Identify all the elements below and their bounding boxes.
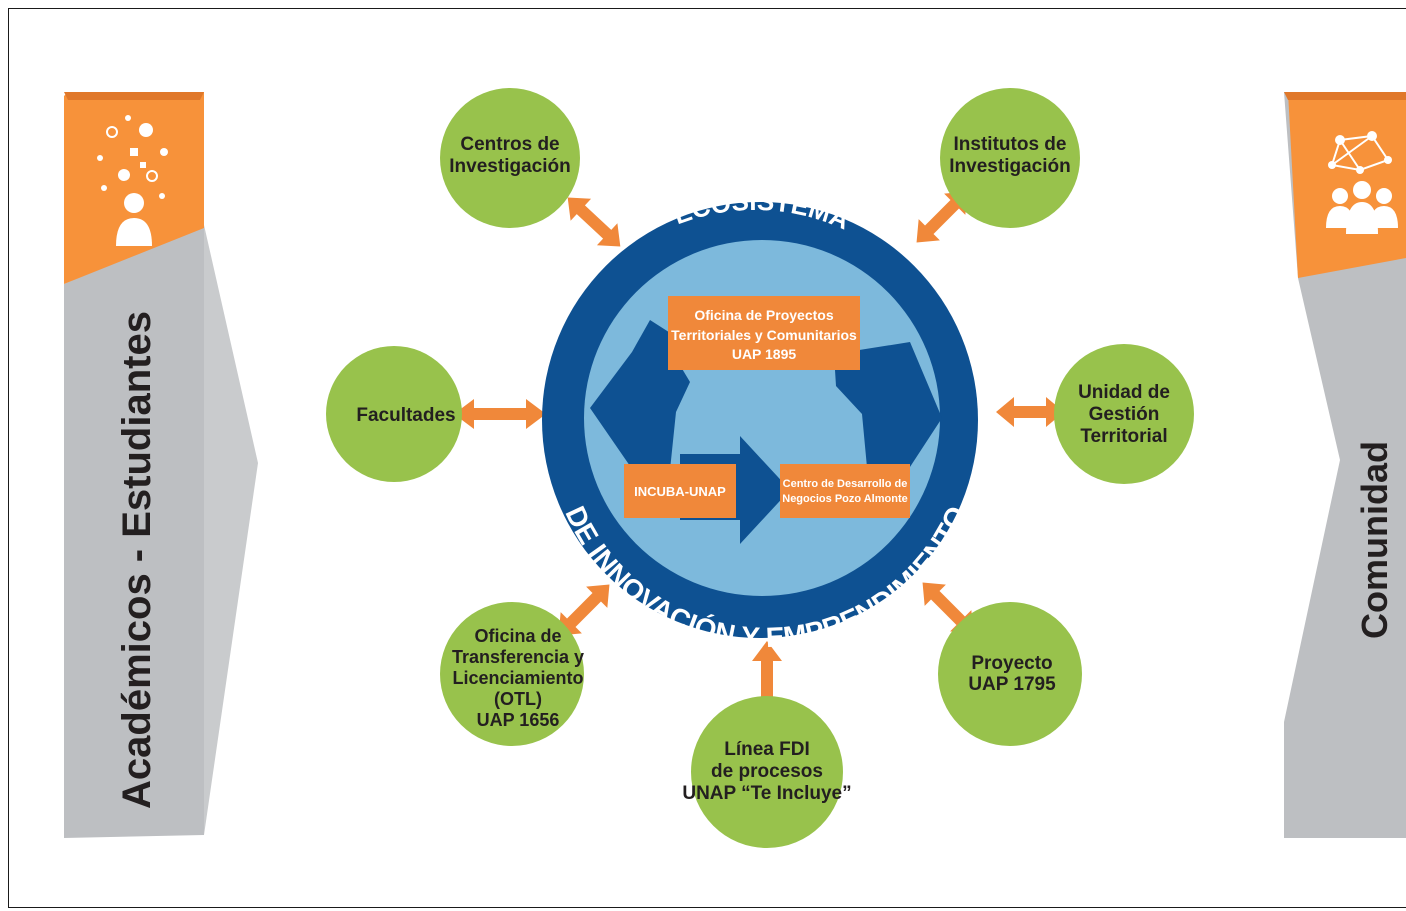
centro-box (780, 464, 910, 518)
academics-icon (97, 115, 168, 246)
office-line-3: UAP 1895 (732, 346, 797, 362)
node-institutos: Institutos de Investigación (940, 88, 1080, 228)
centro-line-2: Negocios Pozo Almonte (782, 493, 908, 505)
left-panel-chevron (204, 225, 258, 835)
left-panel-orange-block (64, 92, 204, 284)
arrow-proyecto (922, 582, 974, 634)
arrow-facultades (454, 399, 546, 429)
node-proyecto: Proyecto UAP 1795 (938, 602, 1082, 746)
community-icon (1326, 131, 1398, 234)
node-centros-line-1: Centros de (460, 134, 559, 155)
left-panel-label: Académicos - Estudiantes (115, 311, 159, 809)
left-panel: Académicos - Estudiantes (64, 92, 258, 838)
office-line-1: Oficina de Proyectos (694, 307, 833, 323)
ecosystem-hub: Oficina de Proyectos Territoriales y Com… (542, 186, 978, 653)
right-panel-gray-band (1284, 92, 1406, 838)
node-institutos-line-2: Investigación (949, 156, 1070, 177)
cycle-arrow-right (834, 342, 942, 478)
left-panel-gray-band (64, 225, 204, 838)
node-institutos-line-1: Institutos de (954, 134, 1067, 155)
outer-frame (8, 8, 1406, 908)
node-linea-line-2: de procesos (711, 761, 823, 782)
node-otl-line-2: Transferencia y (452, 647, 584, 667)
centro-line-1: Centro de Desarrollo de (783, 478, 908, 490)
cycle-arrow-left (590, 352, 690, 470)
node-linea-line-1: Línea FDI (724, 739, 810, 760)
arrow-centros (567, 197, 621, 247)
node-otl: Oficina de Transferencia y Licenciamient… (440, 602, 584, 746)
node-facultades-line-1: Facultades (356, 405, 455, 426)
arrow-institutos (916, 191, 968, 243)
arrow-unidad (996, 397, 1064, 427)
node-unidad-line-1: Unidad de (1078, 382, 1170, 403)
node-facultades: Facultades (326, 346, 462, 482)
node-centros-line-2: Investigación (449, 156, 570, 177)
node-linea-line-3: UNAP “Te Incluye” (682, 783, 851, 804)
node-proyecto-line-2: UAP 1795 (968, 674, 1056, 695)
right-panel: Comunidad (1284, 92, 1406, 838)
node-otl-line-5: UAP 1656 (477, 710, 560, 730)
node-linea: Línea FDI de procesos UNAP “Te Incluye” (682, 696, 852, 848)
node-unidad-line-2: Gestión (1089, 404, 1160, 425)
office-box (668, 296, 860, 370)
node-unidad-line-3: Territorial (1080, 426, 1167, 447)
incuba-label: INCUBA-UNAP (634, 484, 726, 499)
node-centros: Centros de Investigación (440, 88, 580, 228)
node-proyecto-line-1: Proyecto (971, 653, 1052, 674)
arrow-otl (558, 584, 610, 636)
right-panel-label: Comunidad (1354, 441, 1395, 639)
node-otl-line-4: (OTL) (494, 689, 542, 709)
incuba-box (624, 464, 736, 518)
node-otl-line-1: Oficina de (474, 626, 561, 646)
connector-arrows (454, 191, 1064, 721)
office-line-2: Territoriales y Comunitarios (671, 327, 857, 343)
node-unidad: Unidad de Gestión Territorial (1054, 344, 1194, 484)
right-panel-orange-block (1288, 92, 1406, 278)
node-otl-line-3: Licenciamiento (452, 668, 583, 688)
